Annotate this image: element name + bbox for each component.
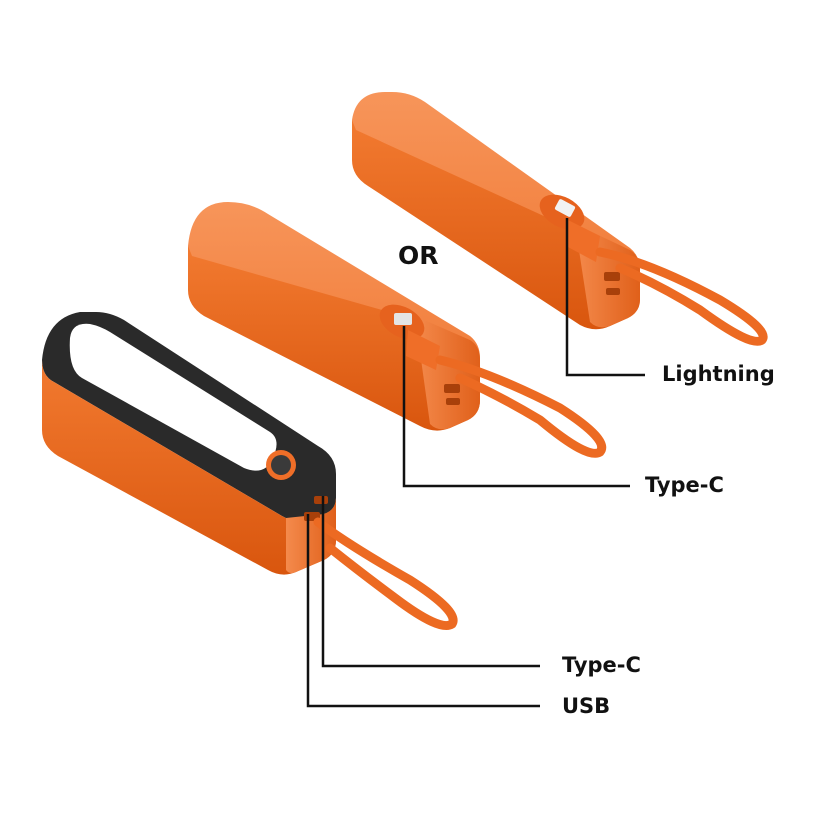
callout-line-type-c-cable <box>402 326 630 488</box>
callout-label-type-c-port: Type-C <box>562 653 641 677</box>
callout-label-usb: USB <box>562 694 611 718</box>
led-light-window <box>69 323 277 471</box>
power-bank-front <box>42 312 458 630</box>
type-c-port <box>314 496 328 504</box>
callout-lines <box>306 218 645 708</box>
or-separator-label: OR <box>398 241 439 270</box>
callout-label-type-c-cable: Type-C <box>645 473 724 497</box>
callout-line-lightning <box>565 218 645 377</box>
callout-line-type-c-port <box>321 496 540 668</box>
power-button <box>271 455 291 475</box>
lightning-connector <box>554 199 576 217</box>
type-c-connector <box>394 313 412 325</box>
callout-line-usb <box>306 514 540 708</box>
callout-label-lightning: Lightning <box>662 362 775 386</box>
power-bank-type-c <box>188 202 606 458</box>
